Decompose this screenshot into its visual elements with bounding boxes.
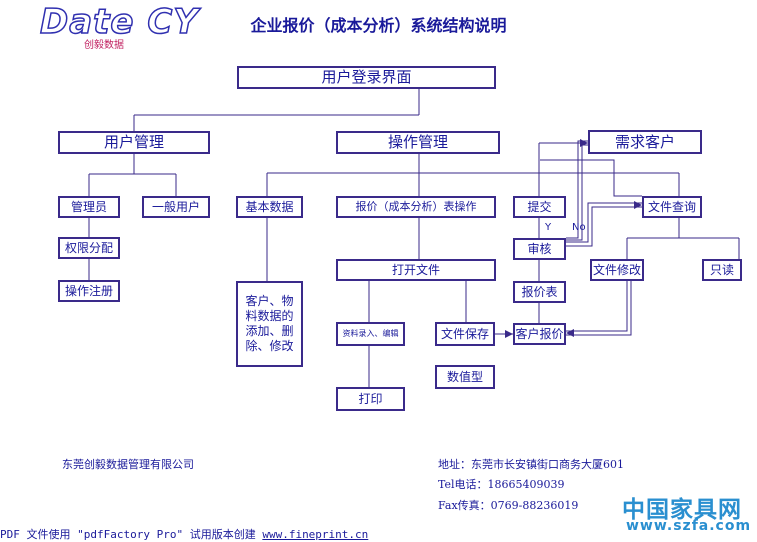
- watermark-brand: 中国家具网: [622, 497, 742, 523]
- logo-subtitle: 创毅数据: [84, 40, 124, 51]
- read-only-box: 只读: [702, 259, 742, 281]
- quote-table-box: 报价表: [513, 281, 566, 303]
- numeric-box: 数值型: [435, 365, 495, 389]
- save-file-box: 文件保存: [435, 322, 495, 346]
- quote-operations-box: 报价（成本分析）表操作: [336, 196, 496, 218]
- pdf-note: PDF 文件使用 "pdfFactory Pro" 试用版本创建 www.fin…: [0, 526, 368, 542]
- yes-label: Y: [545, 222, 552, 233]
- normal-user-box: 一般用户: [142, 196, 210, 218]
- logo: Date CY: [39, 1, 199, 43]
- page-title: 企业报价（成本分析）系统结构说明: [250, 16, 507, 35]
- tel: Tel电话：18665409039: [438, 478, 565, 491]
- basic-data-box: 基本数据: [236, 196, 303, 218]
- print-box: 打印: [336, 387, 405, 411]
- basic-data-desc-box: 客户、物料数据的添加、删除、修改: [236, 281, 303, 367]
- submit-box: 提交: [513, 196, 566, 218]
- watermark-url: www.szfa.com: [626, 518, 752, 534]
- customer-quote-box: 客户报价: [513, 323, 566, 345]
- pdf-note-link[interactable]: www.fineprint.cn: [262, 528, 369, 541]
- file-query-box: 文件查询: [642, 196, 702, 218]
- file-modify-box: 文件修改: [590, 259, 644, 281]
- open-file-box: 打开文件: [336, 259, 496, 281]
- no-label: No: [572, 222, 586, 233]
- demand-customer-box: 需求客户: [588, 130, 702, 154]
- review-box: 审核: [513, 238, 566, 260]
- admin-box: 管理员: [58, 196, 120, 218]
- address: 地址：东莞市长安镇街口商务大厦601: [438, 458, 624, 471]
- fax: Fax传真：0769-88236019: [438, 499, 579, 512]
- op-register-box: 操作注册: [58, 280, 120, 302]
- data-entry-box: 资料录入、编辑: [336, 322, 405, 346]
- company-name: 东莞创毅数据管理有限公司: [62, 458, 194, 471]
- permission-box: 权限分配: [58, 237, 120, 259]
- login-screen-box: 用户登录界面: [237, 66, 496, 89]
- operation-management-box: 操作管理: [336, 131, 500, 154]
- pdf-note-text: PDF 文件使用 "pdfFactory Pro" 试用版本创建: [0, 528, 263, 541]
- user-management-box: 用户管理: [58, 131, 210, 154]
